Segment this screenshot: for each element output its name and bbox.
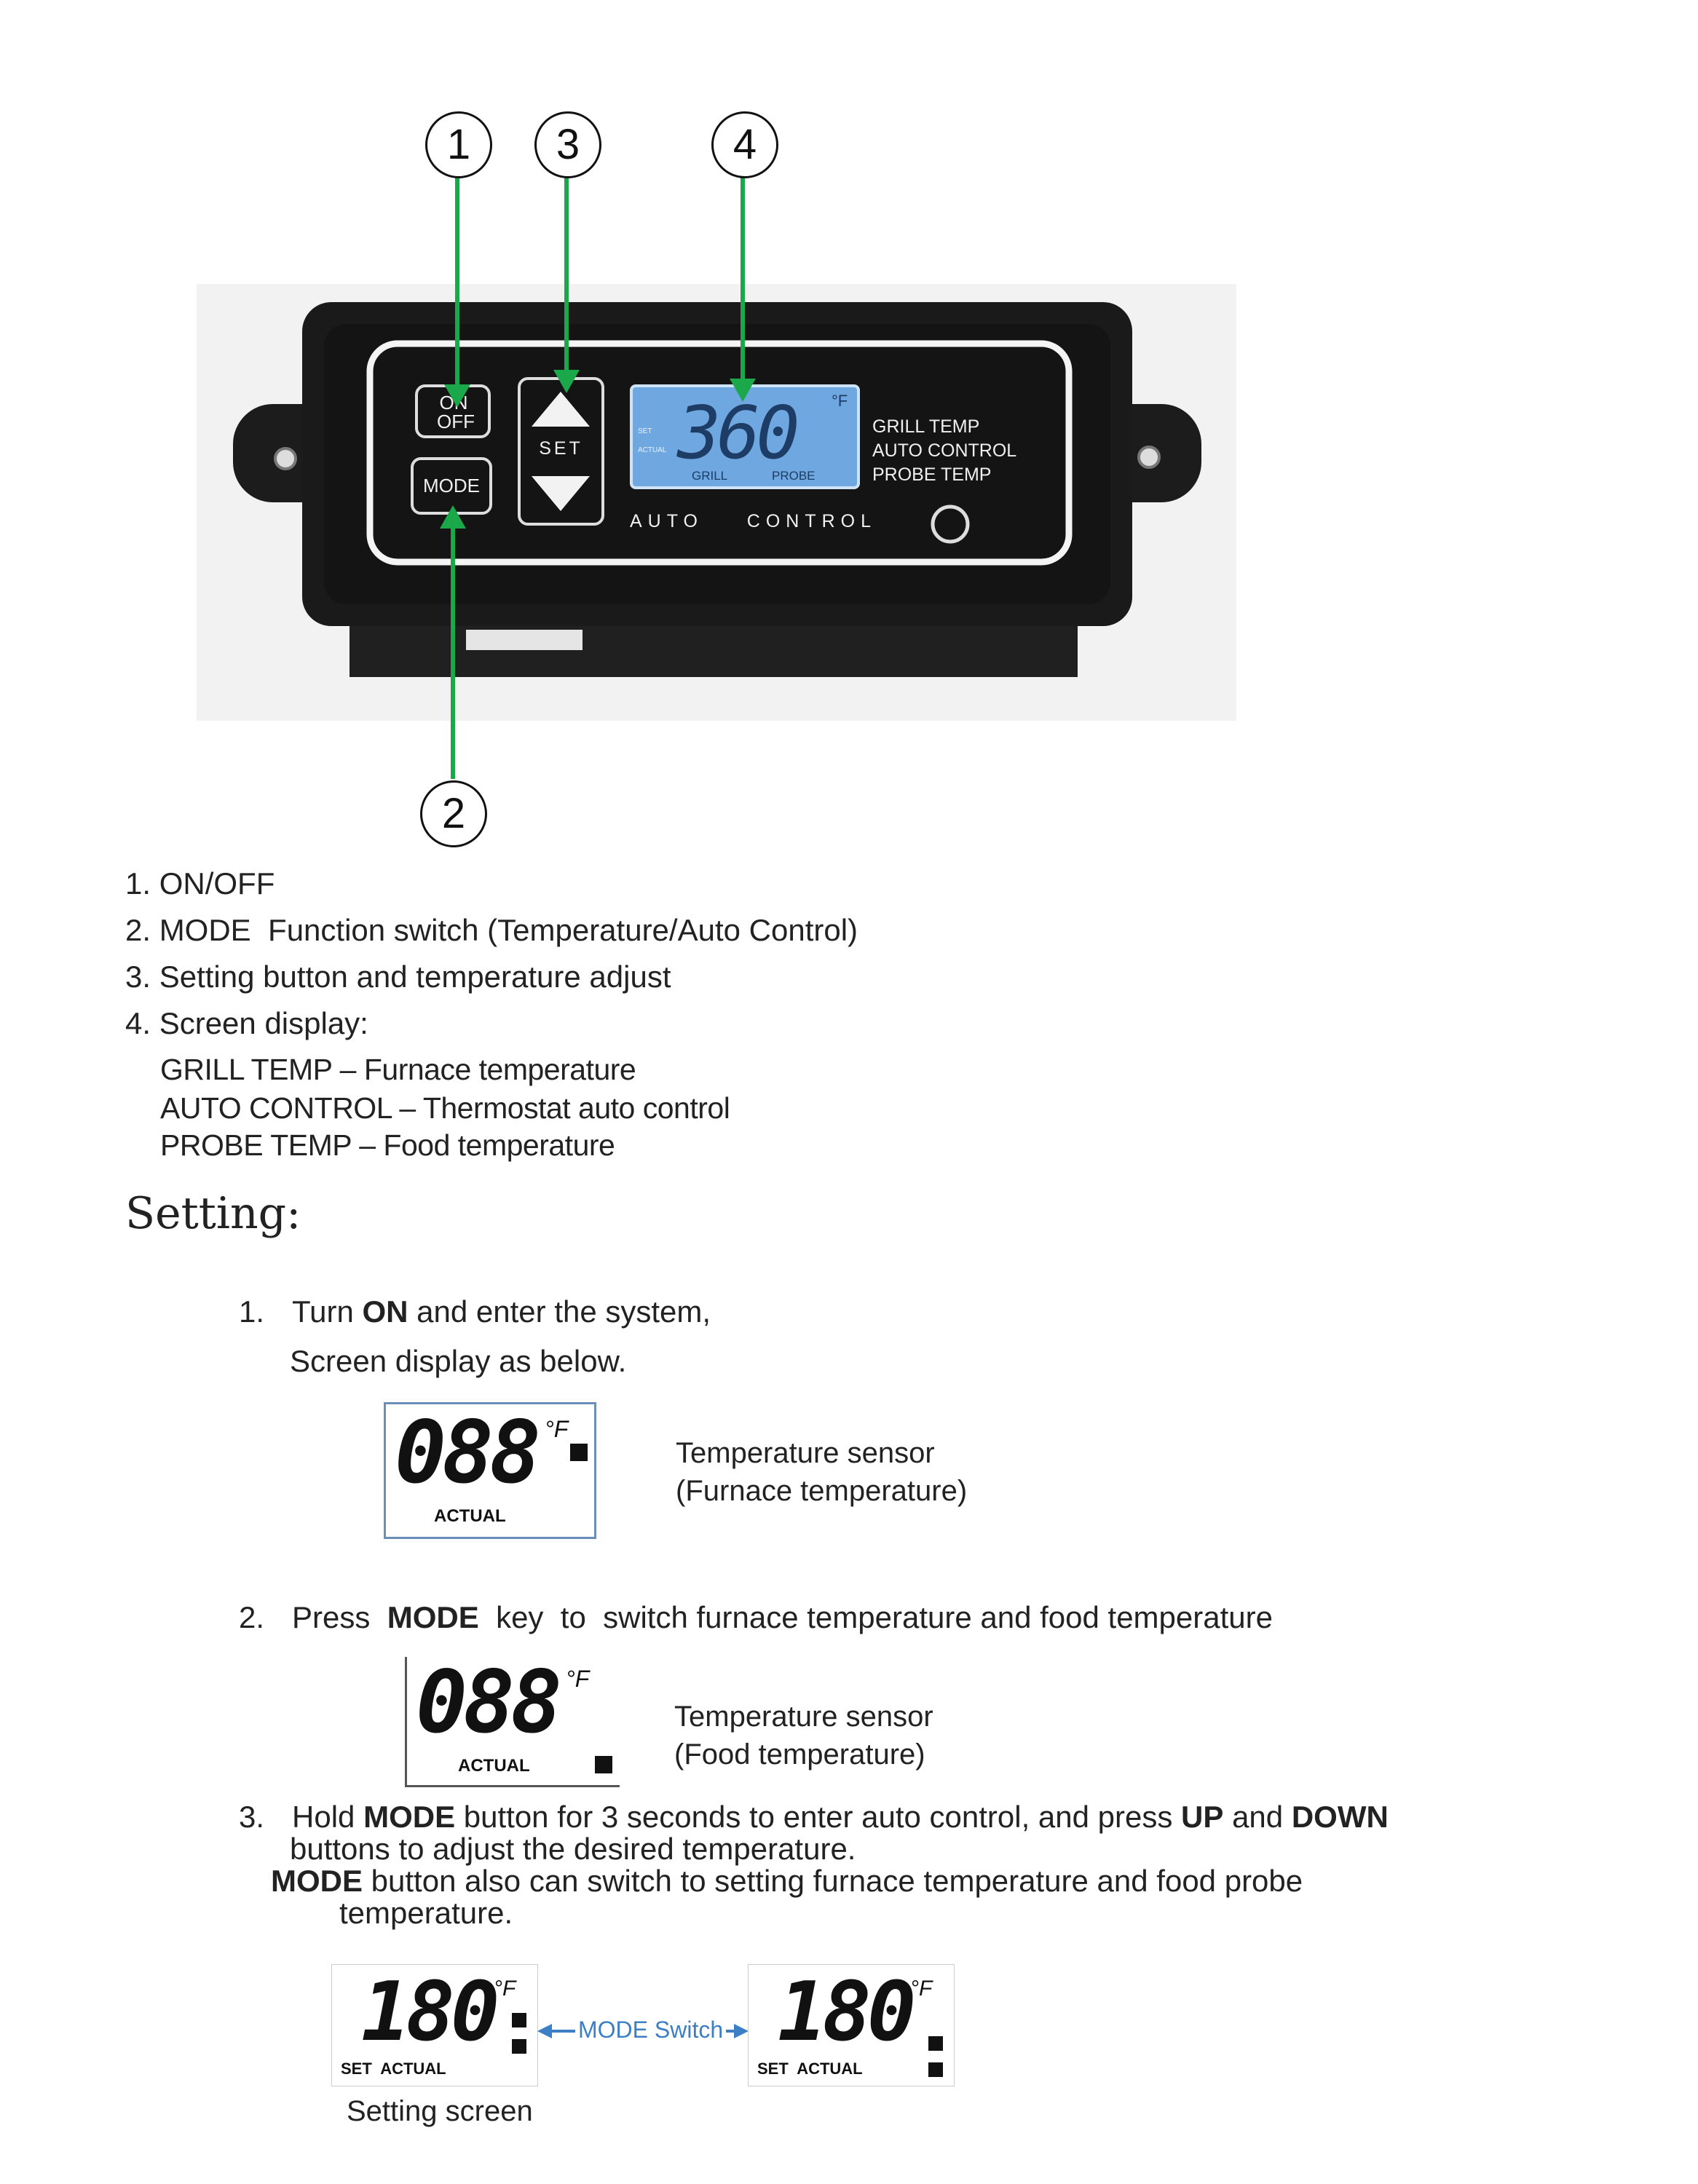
caption-2-line-1: Temperature sensor (674, 1701, 933, 1733)
indicator-square (570, 1444, 588, 1461)
screen-item-probe: PROBE TEMP – Food temperature (160, 1128, 615, 1162)
lcd-unit: °F (832, 392, 848, 410)
controller-photo: ON OFF MODE SET SET ACTUAL 360 °F GRILL … (197, 284, 1236, 721)
step-3-line-4: temperature. (339, 1896, 513, 1930)
device-side-labels: GRILL TEMP AUTO CONTROL PROBE TEMP (872, 416, 1017, 485)
display-food-label: ACTUAL (458, 1756, 530, 1776)
step-3-line-3: MODE button also can switch to setting f… (271, 1864, 1303, 1898)
display-setting-furnace-label: SET ACTUAL (341, 2060, 446, 2078)
legend-item-4: 4. Screen display: (125, 1006, 368, 1040)
caption-2-line-2: (Food temperature) (674, 1738, 925, 1770)
display-setting-furnace: 180 °F SET ACTUAL (331, 1964, 538, 2086)
legend-item-2: 2. MODE Function switch (Temperature/Aut… (125, 913, 858, 947)
display-food-value: 088 (416, 1652, 562, 1752)
callout-4: 4 (711, 111, 778, 178)
indicator-square (512, 2013, 526, 2027)
step-3-line-2: buttons to adjust the desired temperatur… (290, 1832, 856, 1866)
step-1-line-2: Screen display as below. (290, 1344, 627, 1378)
display-furnace: 088 °F ACTUAL (384, 1402, 596, 1539)
step-1-line-1: 1.Turn ON and enter the system, (239, 1294, 711, 1329)
mode-button: MODE (423, 475, 480, 496)
legend-item-3: 3. Setting button and temperature adjust (125, 960, 671, 994)
callout-2: 2 (420, 780, 487, 847)
display-setting-furnace-value: 180 (361, 1965, 499, 2060)
display-setting-food-label: SET ACTUAL (757, 2060, 863, 2078)
display-setting-food: 180 °F SET ACTUAL (748, 1964, 955, 2086)
indicator-square (928, 2062, 943, 2077)
callout-arrows (440, 176, 756, 779)
caption-1-line-2: (Furnace temperature) (676, 1475, 968, 1507)
step-3-line-1: 3.Hold MODE button for 3 seconds to ente… (239, 1800, 1389, 1834)
screen-item-grill: GRILL TEMP – Furnace temperature (160, 1053, 636, 1086)
display-furnace-unit: °F (545, 1416, 569, 1442)
indicator-square (595, 1756, 612, 1773)
callout-3: 3 (534, 111, 601, 178)
setting-heading: Setting: (125, 1188, 301, 1239)
caption-setting-screen: Setting screen (347, 2095, 533, 2127)
display-setting-furnace-unit: °F (494, 1977, 516, 2001)
auto-control-label: AUTO CONTROL (630, 511, 877, 531)
display-furnace-label: ACTUAL (434, 1506, 506, 1526)
lcd-side-labels: SET ACTUAL (638, 427, 667, 454)
legend-item-1: 1. ON/OFF (125, 866, 275, 901)
display-food-unit: °F (566, 1666, 590, 1692)
display-setting-food-value: 180 (778, 1965, 916, 2060)
set-label: SET (539, 438, 583, 459)
lcd-probe: PROBE (772, 469, 816, 483)
off-label: OFF (437, 411, 475, 432)
on-off-button: ON OFF (437, 393, 475, 432)
indicator-square (928, 2036, 943, 2051)
display-furnace-value: 088 (395, 1402, 541, 1503)
display-food: 088 °F ACTUAL (405, 1657, 620, 1787)
caption-1-line-1: Temperature sensor (676, 1437, 935, 1469)
display-setting-food-unit: °F (910, 1977, 933, 2001)
mode-switch-label: MODE Switch (575, 2017, 727, 2043)
lcd-grill: GRILL (692, 469, 728, 483)
lcd-value: 360 (677, 390, 800, 475)
screen-item-auto: AUTO CONTROL – Thermostat auto control (160, 1091, 730, 1125)
step-2: 2.Press MODE key to switch furnace tempe… (239, 1600, 1273, 1634)
indicator-square (512, 2039, 526, 2054)
controller-illustration (233, 302, 1201, 677)
callout-1: 1 (425, 111, 492, 178)
